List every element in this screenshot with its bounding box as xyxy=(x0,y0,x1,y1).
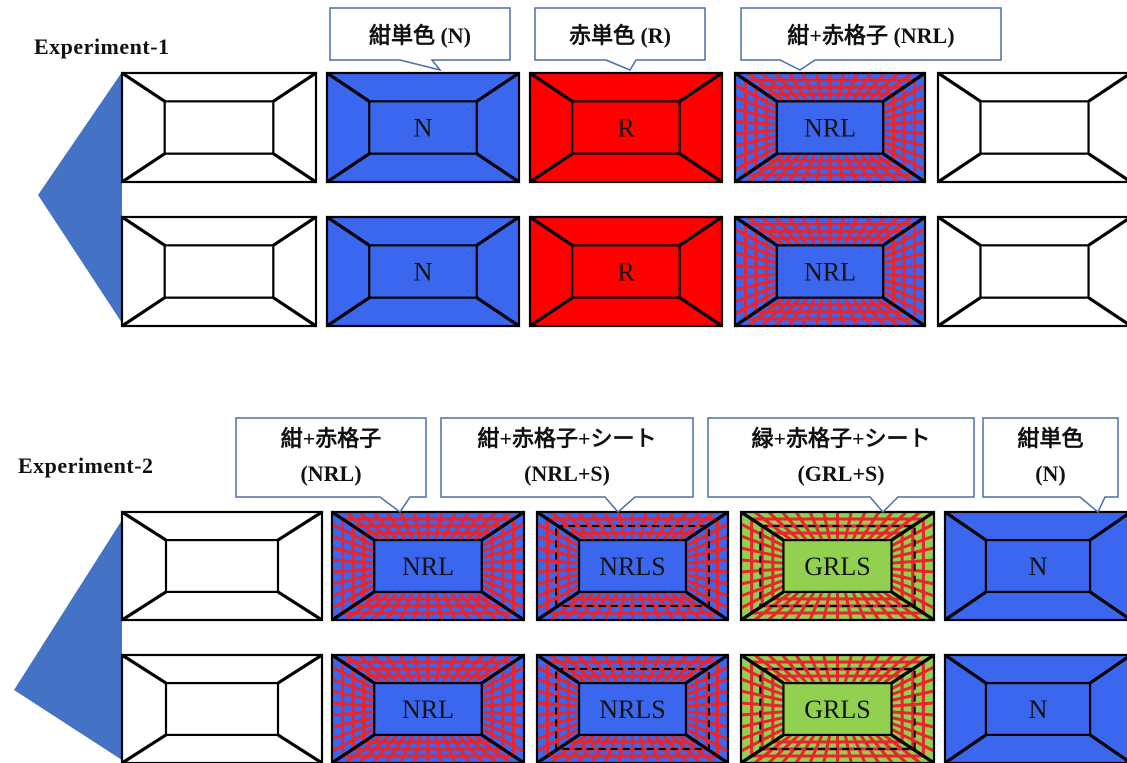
experiment-1-direction-arrow xyxy=(38,72,122,323)
exp1-row1-panel-2: N xyxy=(325,71,521,184)
panel-label: GRLS xyxy=(804,552,870,581)
callout-line-1: 紺単色 (N) xyxy=(369,23,471,48)
panel-label: NRL xyxy=(804,258,856,287)
callout-line-2: (NRL+S) xyxy=(524,461,610,486)
exp2-callout-1: 紺+赤格子 (NRL) xyxy=(235,417,427,514)
exp1-row2-panel-1 xyxy=(120,215,318,328)
exp2-row1-panel-1 xyxy=(120,510,324,622)
exp1-callout-2: 赤単色 (R) xyxy=(534,7,706,71)
panel-label: GRLS xyxy=(804,695,870,724)
panel-label: N xyxy=(1029,695,1048,724)
callout-line-2: (GRL+S) xyxy=(797,461,884,486)
exp2-callout-2: 紺+赤格子+シート (NRL+S) xyxy=(440,417,694,514)
callout-line-1: 緑+赤格子+シート xyxy=(751,426,930,451)
panel-label: NRL xyxy=(402,552,454,581)
panel-label: N xyxy=(1029,552,1048,581)
callout-line-2: (N) xyxy=(1035,461,1066,486)
panel-label: N xyxy=(414,258,433,287)
exp2-row1-panel-2: NRL xyxy=(330,510,526,622)
callout-line-1: 赤単色 (R) xyxy=(569,23,671,48)
panel-label: NRL xyxy=(804,114,856,143)
panel-label: N xyxy=(414,114,433,143)
exp1-row1-panel-5 xyxy=(936,71,1127,184)
exp2-callout-4: 紺単色 (N) xyxy=(982,417,1119,514)
exp2-row2-panel-5: N xyxy=(943,653,1127,763)
panel-label: R xyxy=(617,114,635,143)
exp2-row1-panel-3: NRLS xyxy=(535,510,730,622)
panel-label: NRL xyxy=(402,695,454,724)
exp2-row2-panel-2: NRL xyxy=(330,653,526,763)
exp2-row1-panel-4: GRLS xyxy=(739,510,936,622)
panel-label: NRLS xyxy=(599,552,665,581)
panel-label: R xyxy=(617,258,635,287)
exp1-callout-1: 紺単色 (N) xyxy=(329,7,511,72)
exp1-row1-panel-1 xyxy=(120,71,318,184)
experiment-2-title: Experiment-2 xyxy=(18,453,154,478)
exp2-row2-panel-1 xyxy=(120,653,324,763)
exp1-row2-panel-2: N xyxy=(325,215,521,328)
panel-label: NRLS xyxy=(599,695,665,724)
callout-line-2: (NRL) xyxy=(300,461,361,486)
callout-line-1: 紺+赤格子 (NRL) xyxy=(787,23,954,48)
exp1-row2-panel-3: R xyxy=(528,215,724,328)
exp2-row2-panel-4: GRLS xyxy=(739,653,936,763)
callout-line-1: 紺単色 xyxy=(1017,426,1083,451)
experiment-2-direction-arrow xyxy=(14,520,122,760)
exp2-row2-panel-3: NRLS xyxy=(535,653,730,763)
exp1-row2-panel-4: NRL xyxy=(733,215,927,328)
exp1-row1-panel-4: NRL xyxy=(733,71,927,184)
exp1-callout-3: 紺+赤格子 (NRL) xyxy=(740,7,1002,71)
callout-line-1: 紺+赤格子 xyxy=(281,426,382,451)
exp2-callout-3: 緑+赤格子+シート (GRL+S) xyxy=(707,417,975,514)
exp1-row1-panel-3: R xyxy=(528,71,724,184)
exp1-row2-panel-5 xyxy=(936,215,1127,328)
exp2-row1-panel-5: N xyxy=(943,510,1127,622)
callout-line-1: 紺+赤格子+シート xyxy=(477,426,656,451)
experiment-1-title: Experiment-1 xyxy=(34,34,170,59)
